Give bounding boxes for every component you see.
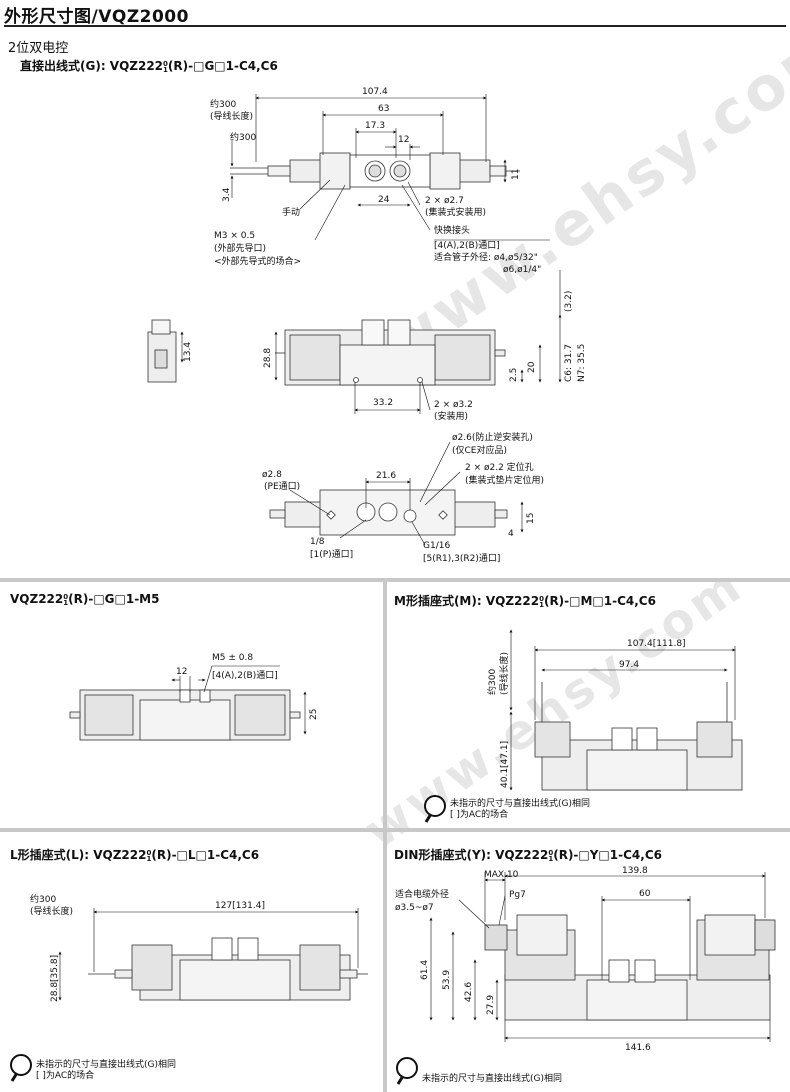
svg-text:33.2: 33.2 bbox=[373, 398, 393, 408]
note: 未指示的尺寸与直接出线式(G)相同 [ ]为AC的场合 bbox=[36, 1060, 176, 1081]
svg-text:(外部先导口): (外部先导口) bbox=[214, 242, 266, 254]
svg-text:适合管子外径: ø4,ø5/32": 适合管子外径: ø4,ø5/32" bbox=[434, 251, 538, 263]
svg-text:Pg7: Pg7 bbox=[509, 890, 526, 900]
svg-text:M3 × 0.5: M3 × 0.5 bbox=[214, 231, 255, 241]
svg-text:4: 4 bbox=[508, 529, 514, 539]
top-view bbox=[230, 152, 520, 190]
svg-text:快换接头: 快换接头 bbox=[434, 224, 470, 236]
section-separator bbox=[383, 578, 387, 1092]
svg-text:(PE通口): (PE通口) bbox=[264, 481, 300, 492]
svg-text:42.6: 42.6 bbox=[464, 982, 474, 1002]
svg-text:107.4[111.8]: 107.4[111.8] bbox=[627, 639, 686, 649]
section-separator bbox=[0, 828, 790, 832]
svg-text:手动: 手动 bbox=[282, 206, 300, 218]
magnifier-icon bbox=[424, 795, 446, 823]
svg-text:27.9: 27.9 bbox=[486, 995, 496, 1015]
svg-text:(导线长度): (导线长度) bbox=[498, 652, 510, 695]
svg-text:141.6: 141.6 bbox=[625, 1043, 651, 1053]
svg-text:(导线长度): (导线长度) bbox=[30, 905, 73, 917]
svg-text:(集装式安装用): (集装式安装用) bbox=[425, 206, 486, 218]
svg-text:61.4: 61.4 bbox=[420, 960, 430, 980]
svg-text:139.8: 139.8 bbox=[622, 866, 648, 876]
svg-text:24: 24 bbox=[378, 195, 390, 205]
svg-text:2.5: 2.5 bbox=[509, 368, 519, 382]
magnifier-icon bbox=[396, 1057, 418, 1085]
svg-text:53.9: 53.9 bbox=[442, 970, 452, 990]
svg-text:1/8: 1/8 bbox=[310, 537, 325, 547]
page-subtitle: 2位双电控 bbox=[8, 41, 69, 56]
svg-text:11: 11 bbox=[511, 169, 521, 180]
svg-text:21.6: 21.6 bbox=[376, 471, 396, 481]
svg-text:[4(A),2(B)通口]: [4(A),2(B)通口] bbox=[434, 240, 500, 251]
svg-text:3.4: 3.4 bbox=[222, 187, 232, 202]
svg-text:63: 63 bbox=[378, 104, 389, 114]
svg-text:[5(R1),3(R2)通口]: [5(R1),3(R2)通口] bbox=[423, 553, 500, 564]
note: 未指示的尺寸与直接出线式(G)相同 [ ]为AC的场合 bbox=[450, 799, 590, 820]
svg-text:127[131.4]: 127[131.4] bbox=[215, 901, 265, 911]
section-m5-drawing: 12 M5 ± 0.8 [4(A),2(B)通口] 25 bbox=[69, 653, 319, 741]
svg-text:25: 25 bbox=[309, 709, 319, 720]
svg-text:约300: 约300 bbox=[210, 98, 236, 110]
section-m-drawing: 107.4[111.8] 97.4 约300 (导线长度) 40.1[47.1] bbox=[486, 629, 743, 791]
svg-text:[1(P)通口]: [1(P)通口] bbox=[310, 549, 353, 560]
svg-text:40.1[47.1]: 40.1[47.1] bbox=[500, 741, 510, 788]
svg-text:12: 12 bbox=[398, 135, 409, 145]
svg-text:M5 ± 0.8: M5 ± 0.8 bbox=[212, 653, 253, 663]
svg-text:(仅CE对应品): (仅CE对应品) bbox=[452, 444, 507, 456]
svg-text:28.8[35.8]: 28.8[35.8] bbox=[50, 955, 60, 1002]
svg-text:约300: 约300 bbox=[230, 131, 256, 143]
svg-text:28.8: 28.8 bbox=[263, 348, 273, 368]
svg-text:[4(A),2(B)通口]: [4(A),2(B)通口] bbox=[212, 670, 278, 681]
svg-text:(集装式垫片定位用): (集装式垫片定位用) bbox=[465, 474, 544, 486]
section-separator bbox=[0, 578, 790, 582]
svg-text:G1/16: G1/16 bbox=[423, 541, 450, 551]
note: 未指示的尺寸与直接出线式(G)相同 bbox=[422, 1074, 562, 1084]
svg-text:97.4: 97.4 bbox=[619, 660, 639, 670]
svg-text:约300: 约300 bbox=[486, 669, 498, 695]
svg-text:适合电缆外径: 适合电缆外径 bbox=[395, 888, 449, 900]
svg-text:约300: 约300 bbox=[30, 893, 56, 905]
title-underline bbox=[4, 25, 786, 27]
svg-text:2 × ø2.7: 2 × ø2.7 bbox=[425, 196, 464, 206]
page-title: 外形尺寸图/VQZ2000 bbox=[4, 7, 189, 27]
svg-text:ø3.5~ø7: ø3.5~ø7 bbox=[395, 903, 434, 913]
svg-text:(3.2): (3.2) bbox=[564, 291, 574, 312]
svg-text:ø2.6(防止逆安装孔): ø2.6(防止逆安装孔) bbox=[452, 431, 533, 443]
svg-text:2 × ø2.2 定位孔: 2 × ø2.2 定位孔 bbox=[465, 461, 534, 473]
svg-text:ø2.8: ø2.8 bbox=[262, 470, 282, 480]
svg-text:12: 12 bbox=[176, 667, 187, 677]
magnifier-icon bbox=[10, 1054, 32, 1082]
svg-text:17.3: 17.3 bbox=[365, 121, 385, 131]
section-y-drawing: MAX.10 139.8 适合电缆外径 ø3.5~ø7 Pg7 60 61.4 … bbox=[395, 866, 776, 1053]
svg-text:20: 20 bbox=[527, 361, 537, 373]
front-view bbox=[275, 319, 506, 386]
section-g-drawings: 107.4 63 17.3 12 24 约300 约300 (导线长度) 3.4… bbox=[147, 87, 587, 564]
svg-text:(安装用): (安装用) bbox=[434, 410, 468, 422]
svg-text:107.4: 107.4 bbox=[362, 87, 388, 97]
svg-text:60: 60 bbox=[639, 889, 651, 899]
svg-text:13.4: 13.4 bbox=[183, 342, 193, 362]
svg-text:15: 15 bbox=[526, 513, 536, 524]
bottom-view bbox=[269, 489, 508, 536]
svg-text:N7: 35.5: N7: 35.5 bbox=[577, 344, 587, 382]
svg-text:2 × ø3.2: 2 × ø3.2 bbox=[434, 400, 473, 410]
side-view bbox=[147, 319, 177, 383]
section-l-drawing: 约300 (导线长度) 127[131.4] 28.8[35.8] bbox=[30, 893, 368, 1002]
svg-text:ø6,ø1/4": ø6,ø1/4" bbox=[503, 265, 541, 275]
svg-text:(导线长度): (导线长度) bbox=[210, 110, 253, 122]
svg-text:<外部先导式的场合>: <外部先导式的场合> bbox=[214, 255, 301, 267]
svg-text:C6: 31.7: C6: 31.7 bbox=[564, 344, 574, 382]
svg-text:MAX.10: MAX.10 bbox=[484, 870, 519, 880]
